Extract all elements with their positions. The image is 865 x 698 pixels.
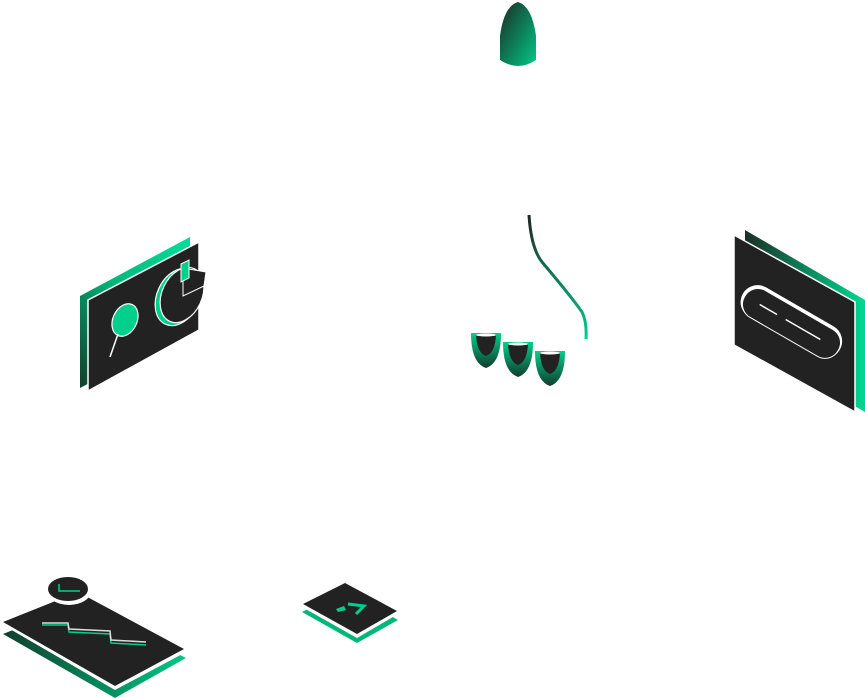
chart-panel-icon [80,237,207,393]
pill-panel-icon [733,230,865,414]
cups-icon [471,333,565,386]
clock-slab-icon [3,577,186,698]
cord-icon [527,214,588,340]
book-icon [302,583,398,643]
lightbulb-icon [500,2,536,66]
